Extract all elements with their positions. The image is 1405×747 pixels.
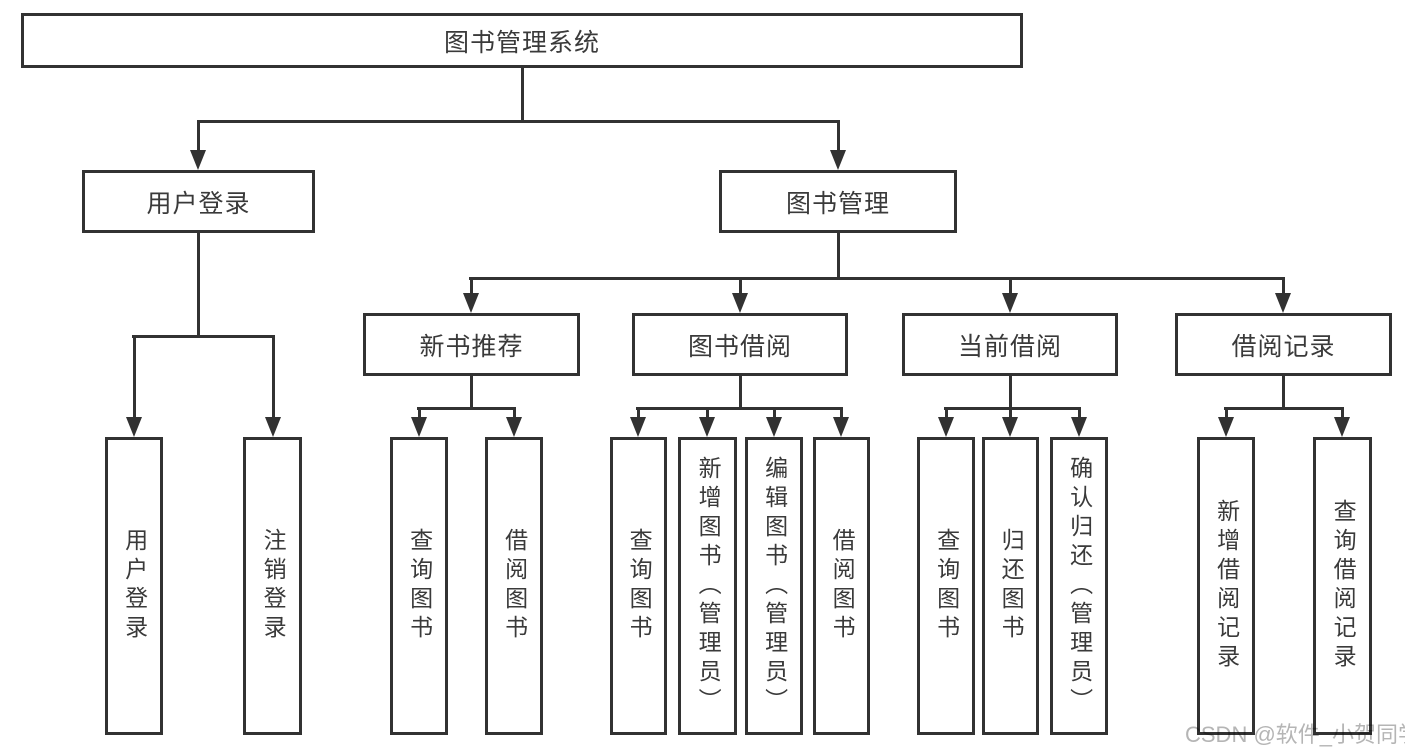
connector-book-management-trunk: [837, 233, 840, 280]
arrowhead-icon: [1002, 417, 1018, 437]
node-leaf-query-books-2: 查询图书: [610, 437, 667, 735]
arrow-shaft: [1282, 277, 1285, 295]
node-book-management: 图书管理: [719, 170, 957, 233]
arrow-shaft: [739, 277, 742, 295]
arrowhead-icon: [190, 150, 206, 170]
arrowhead-icon: [463, 293, 479, 313]
arrowhead-icon: [265, 417, 281, 437]
node-label: 查询借阅记录: [1330, 499, 1357, 673]
connector-book-borrow-trunk: [739, 376, 742, 410]
node-leaf-query-books-3: 查询图书: [917, 437, 975, 735]
node-label: 查询图书: [406, 528, 433, 644]
arrowhead-icon: [506, 417, 522, 437]
node-leaf-borrow-books-2: 借阅图书: [813, 437, 870, 735]
node-label: 新增借阅记录: [1213, 499, 1240, 673]
node-label: 借阅图书: [829, 528, 856, 644]
arrowhead-icon: [1275, 293, 1291, 313]
node-label: 查询图书: [933, 528, 960, 644]
node-book-borrow: 图书借阅: [632, 313, 848, 376]
arrowhead-icon: [411, 417, 427, 437]
connector-new-book-trunk: [470, 376, 473, 410]
node-label: 归还图书: [998, 528, 1025, 644]
arrowhead-icon: [732, 293, 748, 313]
node-label: 用户登录: [146, 189, 251, 218]
node-user-login: 用户登录: [82, 170, 315, 233]
arrow-shaft: [133, 335, 136, 419]
node-leaf-query-books-1: 查询图书: [390, 437, 448, 735]
node-label: 编辑图书（管理员）: [761, 455, 788, 717]
arrowhead-icon: [699, 417, 715, 437]
arrow-shaft: [1078, 407, 1081, 419]
arrow-shaft: [840, 407, 843, 419]
node-label: 图书管理系统: [443, 28, 600, 57]
node-leaf-return-books: 归还图书: [982, 437, 1039, 735]
node-leaf-edit-books-admin: 编辑图书（管理员）: [745, 437, 803, 735]
arrowhead-icon: [766, 417, 782, 437]
arrow-shaft: [513, 407, 516, 419]
connector-current-borrow-trunk: [1009, 376, 1012, 410]
node-label: 注销登录: [260, 528, 287, 644]
arrow-shaft: [1009, 407, 1012, 419]
connector-user-login-bar: [132, 335, 275, 338]
arrow-shaft: [706, 407, 709, 419]
node-root-library-system: 图书管理系统: [21, 13, 1023, 68]
node-label: 查询图书: [626, 528, 653, 644]
arrowhead-icon: [833, 417, 849, 437]
node-label: 借阅记录: [1231, 332, 1336, 361]
node-leaf-query-borrow-record: 查询借阅记录: [1313, 437, 1372, 735]
connector-root-bar: [197, 120, 840, 123]
arrow-shaft: [1225, 407, 1228, 419]
arrowhead-icon: [630, 417, 646, 437]
node-new-book-recommend: 新书推荐: [363, 313, 580, 376]
arrow-shaft: [272, 335, 275, 419]
node-label: 用户登录: [121, 528, 148, 644]
arrow-shaft: [1009, 277, 1012, 295]
arrowhead-icon: [1218, 417, 1234, 437]
node-leaf-user-login: 用户登录: [105, 437, 163, 735]
connector-book-management-bar: [469, 277, 1285, 280]
node-label: 确认归还（管理员）: [1066, 455, 1093, 717]
node-label: 图书管理: [785, 189, 890, 218]
arrowhead-icon: [830, 150, 846, 170]
arrow-shaft: [837, 120, 840, 152]
arrowhead-icon: [1071, 417, 1087, 437]
node-leaf-logout: 注销登录: [243, 437, 302, 735]
node-label: 借阅图书: [501, 528, 528, 644]
connector-root-trunk: [521, 68, 524, 123]
node-leaf-add-books-admin: 新增图书（管理员）: [678, 437, 737, 735]
connector-new-book-bar: [417, 407, 516, 410]
connector-borrow-records-bar: [1224, 407, 1344, 410]
node-leaf-confirm-return-admin: 确认归还（管理员）: [1050, 437, 1108, 735]
node-leaf-add-borrow-record: 新增借阅记录: [1197, 437, 1255, 735]
arrowhead-icon: [1334, 417, 1350, 437]
node-label: 新增图书（管理员）: [695, 455, 722, 717]
node-label: 新书推荐: [419, 332, 524, 361]
arrow-shaft: [637, 407, 640, 419]
csdn-watermark: CSDN @软件_小贺同学: [1185, 722, 1405, 747]
arrow-shaft: [1341, 407, 1344, 419]
connector-book-borrow-bar: [636, 407, 843, 410]
node-leaf-borrow-books-1: 借阅图书: [485, 437, 543, 735]
arrow-shaft: [945, 407, 948, 419]
arrow-shaft: [197, 120, 200, 152]
arrowhead-icon: [126, 417, 142, 437]
node-label: 图书借阅: [687, 332, 792, 361]
connector-borrow-records-trunk: [1282, 376, 1285, 410]
connector-current-borrow-bar: [944, 407, 1081, 410]
node-label: 当前借阅: [957, 332, 1062, 361]
arrow-shaft: [773, 407, 776, 419]
node-borrow-records: 借阅记录: [1175, 313, 1392, 376]
arrowhead-icon: [938, 417, 954, 437]
connector-user-login-trunk: [197, 233, 200, 338]
arrow-shaft: [470, 277, 473, 295]
arrow-shaft: [418, 407, 421, 419]
node-current-borrow: 当前借阅: [902, 313, 1118, 376]
arrowhead-icon: [1002, 293, 1018, 313]
